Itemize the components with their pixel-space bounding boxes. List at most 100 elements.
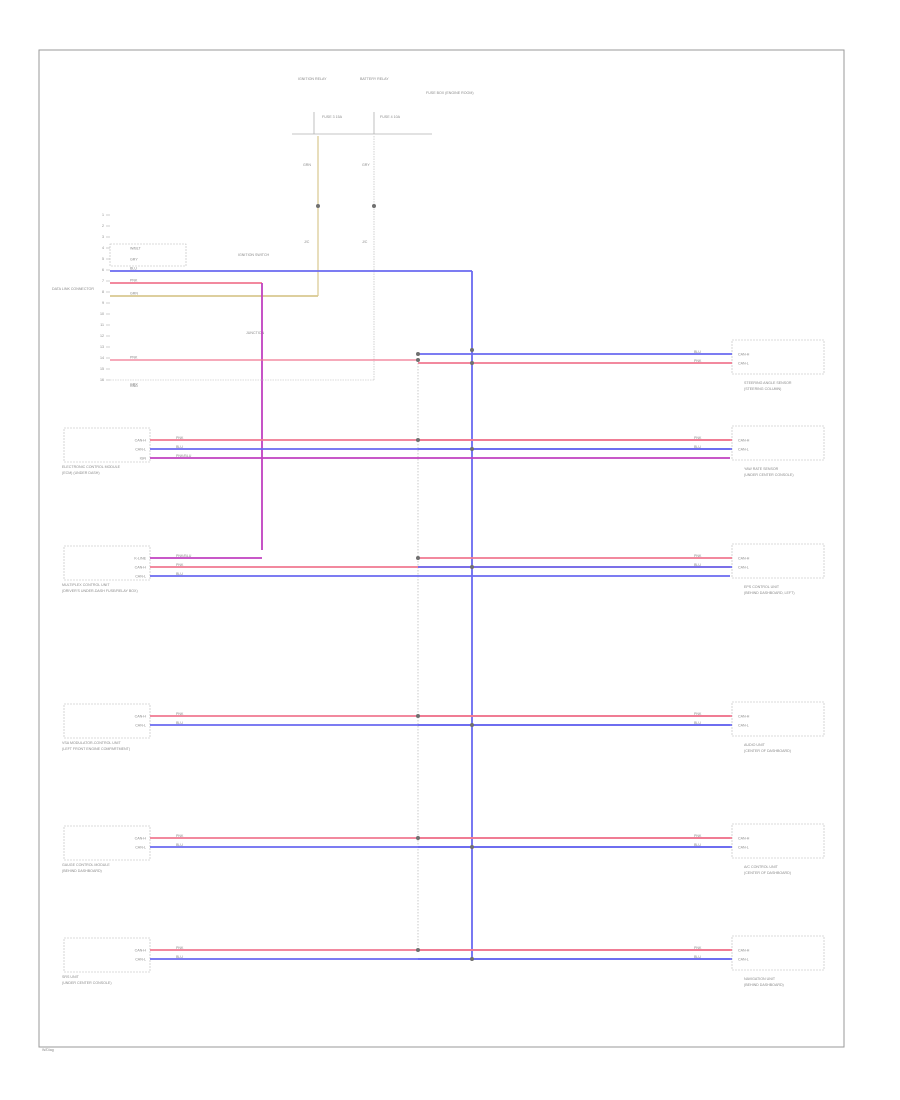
left-module-pin: CAN-L: [135, 846, 146, 850]
right-module: EPS CONTROL UNIT(BEHIND DASHBOARD, LEFT)…: [416, 543, 825, 595]
right-module-pin: CAN-L: [738, 958, 749, 962]
right-module-pin: CAN-L: [738, 724, 749, 728]
left-module-pin: CAN-H: [135, 439, 147, 443]
wire-left-mid: J/C: [304, 240, 310, 244]
left-module-sub: (BEHIND DASHBOARD): [62, 869, 102, 873]
bus-node: [416, 836, 420, 840]
dlc-box: [109, 243, 187, 267]
right-module-wire-label: BLU: [694, 445, 701, 449]
right-module-sub: (BEHIND DASHBOARD): [744, 983, 784, 987]
right-module: A/C CONTROL UNIT (CENTER OF DASHBOARD) CAN…: [416, 823, 825, 875]
fuse-right-label: BATTERY RELAY: [360, 77, 389, 81]
right-module-wire-label: BLU: [694, 350, 701, 354]
left-module-wire-label: PNK: [176, 563, 184, 567]
right-module-box: [731, 543, 825, 579]
left-module-pin: CAN-H: [135, 949, 147, 953]
left-module-pin: CAN-H: [135, 566, 147, 570]
left-module-sub: (LEFT FRONT ENGINE COMPARTMENT): [62, 747, 130, 751]
bus-node: [470, 845, 474, 849]
left-module-pin: CAN-H: [135, 837, 147, 841]
left-module-box: [63, 937, 151, 973]
left-module: ELECTRONIC CONTROL MODULE(ECM) (UNDER DA…: [62, 427, 730, 475]
bus-node-blue-top: [470, 348, 474, 352]
bus-node: [470, 361, 474, 365]
ignition-note: IGNITION SWITCH: [238, 253, 270, 257]
dlc-wire-label: GRY: [130, 383, 138, 387]
left-module-wire-label: BLU: [176, 572, 183, 576]
junction-right: [372, 204, 376, 208]
left-module-wire-label: PNK: [176, 712, 184, 716]
bus-node: [470, 723, 474, 727]
dlc-pin-number: 7: [102, 279, 104, 283]
dlc-pin-number: 1: [102, 213, 104, 217]
bus-node-pink-top: [416, 358, 420, 362]
left-module-wire-label: BLU: [176, 721, 183, 725]
right-module-box: [731, 935, 825, 971]
left-module-wire-label: PNK/BLU: [176, 554, 192, 558]
left-module-wire-label: PNK: [176, 436, 184, 440]
right-module-group: STEERING ANGLE SENSOR(STEERING COLUMN)CA…: [416, 339, 825, 987]
dlc-pin-list: 12345678910111213141516W/BLTGRYBLUPNKGRN…: [100, 213, 142, 387]
right-module: STEERING ANGLE SENSOR(STEERING COLUMN)CA…: [416, 339, 825, 391]
fuse-box-note: FUSE BOX (ENGINE ROOM): [426, 91, 474, 95]
left-module-pin: CAN-L: [135, 575, 146, 579]
dlc-wire-label: W/BLT: [130, 247, 142, 251]
right-module-name: STEERING ANGLE SENSOR: [744, 381, 792, 385]
right-module-pin: CAN-H: [738, 353, 750, 357]
dlc-label: DATA LINK CONNECTOR: [52, 287, 94, 291]
dlc-pin-number: 6: [102, 268, 104, 272]
left-module-name: ELECTRONIC CONTROL MODULE: [62, 465, 121, 469]
left-module: GAUGE CONTROL MODULE (BEHIND DASHBOARD) CA…: [62, 825, 730, 873]
left-module-box: [63, 545, 151, 581]
bus-node: [470, 565, 474, 569]
right-module-pin: CAN-L: [738, 846, 749, 850]
dlc-pin-number: 2: [102, 224, 104, 228]
right-module-sub: (UNDER CENTER CONSOLE): [744, 473, 794, 477]
right-module-pin: CAN-L: [738, 566, 749, 570]
left-module-pin: CAN-L: [135, 958, 146, 962]
right-module-name: AUDIO UNIT: [744, 743, 766, 747]
dlc-wires: [110, 270, 474, 960]
bus-node: [470, 957, 474, 961]
left-module-pin: K-LINE: [134, 557, 146, 561]
dlc-pin-number: 10: [100, 312, 104, 316]
data-link-connector: DATA LINK CONNECTOR 12345678910111213141…: [52, 213, 270, 388]
dlc-wire-label: PNK: [130, 279, 138, 283]
dlc-pin-number: 4: [102, 246, 104, 250]
junction-left: [316, 204, 320, 208]
right-module-wire-label: PNK: [694, 554, 702, 558]
right-module-wire-label: PNK: [694, 436, 702, 440]
left-module-name: GAUGE CONTROL MODULE: [62, 863, 110, 867]
wire-right-mid: J/C: [362, 240, 368, 244]
left-module: VSA MODULATOR-CONTROL UNIT (LEFT FRONT EN…: [62, 703, 730, 751]
left-module-name: VSA MODULATOR-CONTROL UNIT: [62, 741, 121, 745]
dlc-wire-label: PNK: [130, 356, 138, 360]
right-module-name: EPS CONTROL UNIT: [744, 585, 780, 589]
dlc-pin-number: 15: [100, 367, 104, 371]
right-module-wire-label: BLU: [694, 955, 701, 959]
dlc-pin-number: 3: [102, 235, 104, 239]
left-module-wire-label: PNK: [176, 834, 184, 838]
wire-left-top: GRN: [303, 163, 311, 167]
right-module-pin: CAN-L: [738, 362, 749, 366]
right-module-pin: CAN-H: [738, 557, 750, 561]
dlc-wire-label: GRN: [130, 292, 138, 296]
right-module-name: A/C CONTROL UNIT: [744, 865, 779, 869]
left-module-box: [63, 825, 151, 861]
dlc-wire-label: GRY: [130, 258, 138, 262]
right-module-wire-label: PNK: [694, 946, 702, 950]
bus-node: [416, 352, 420, 356]
left-module-wire-label: PNK/BLU: [176, 454, 192, 458]
right-module-wire-label: PNK: [694, 712, 702, 716]
junction-note: JUNCTION: [246, 331, 265, 335]
left-module-sub: (UNDER CENTER CONSOLE): [62, 981, 112, 985]
left-module-sub: (DRIVER'S UNDER-DASH FUSE/RELAY BOX): [62, 589, 138, 593]
left-module-wire-label: BLU: [176, 843, 183, 847]
right-module-wire-label: BLU: [694, 843, 701, 847]
right-module: AUDIO UNIT(CENTER OF DASHBOARD)CAN-HPNKC…: [416, 701, 825, 753]
fuse-left-note: FUSE 3 15A: [322, 115, 343, 119]
left-module-name: MULTIPLEX CONTROL UNIT: [62, 583, 110, 587]
left-module-pin: CAN-H: [135, 715, 147, 719]
right-module-sub: (CENTER OF DASHBOARD): [744, 871, 791, 875]
